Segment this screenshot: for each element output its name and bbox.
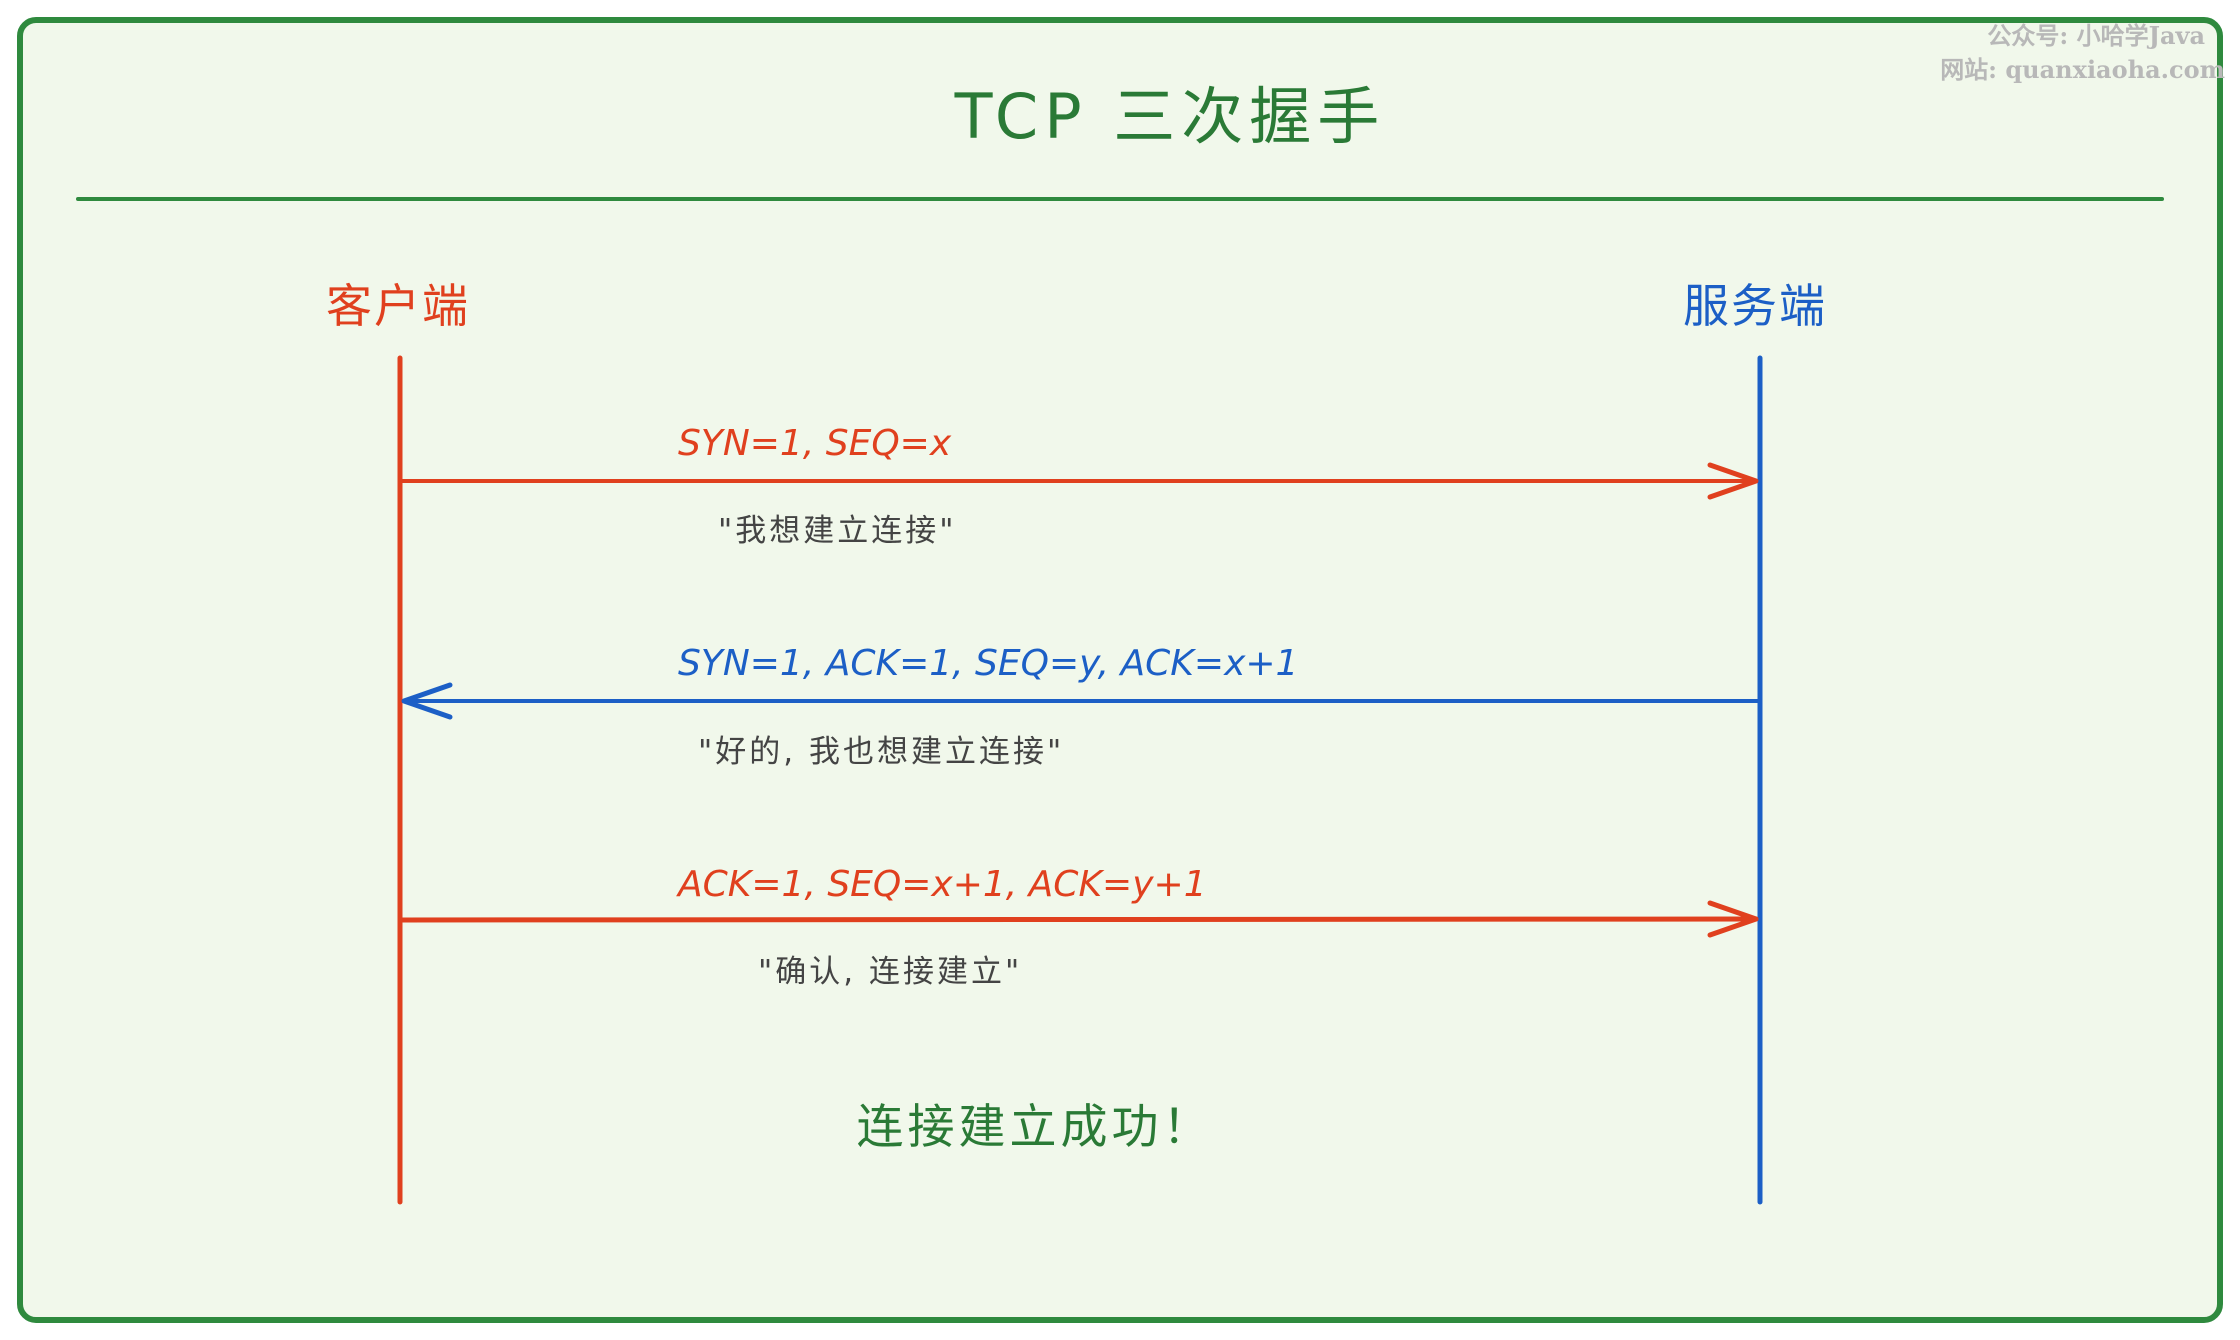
message-3-arrowhead xyxy=(1707,900,1759,938)
message-3-note: "确认, 连接建立" xyxy=(758,954,1022,990)
watermark-line-1: 公众号: 小哈学Java xyxy=(1987,21,2205,50)
result-text: 连接建立成功！ xyxy=(857,1100,1214,1155)
message-1-note: "我想建立连接" xyxy=(718,513,957,549)
server-label: 服务端 xyxy=(1683,279,1827,333)
message-2-arrowhead xyxy=(401,682,453,720)
message-2-label: SYN=1, ACK=1, SEQ=y, ACK=x+1 xyxy=(678,643,1298,684)
message-1-label: SYN=1, SEQ=x xyxy=(678,423,952,464)
message-2-note: "好的, 我也想建立连接" xyxy=(698,734,1064,770)
message-1-arrowhead xyxy=(1707,462,1759,500)
watermark-line-2: 网站: quanxiaoha.com xyxy=(1940,55,2225,84)
message-3-label: ACK=1, SEQ=x+1, ACK=y+1 xyxy=(676,864,1207,905)
diagram-title: TCP 三次握手 xyxy=(954,80,1386,153)
frame xyxy=(17,17,2223,1323)
message-3-arrow xyxy=(399,916,1759,923)
client-label: 客户端 xyxy=(326,279,470,333)
